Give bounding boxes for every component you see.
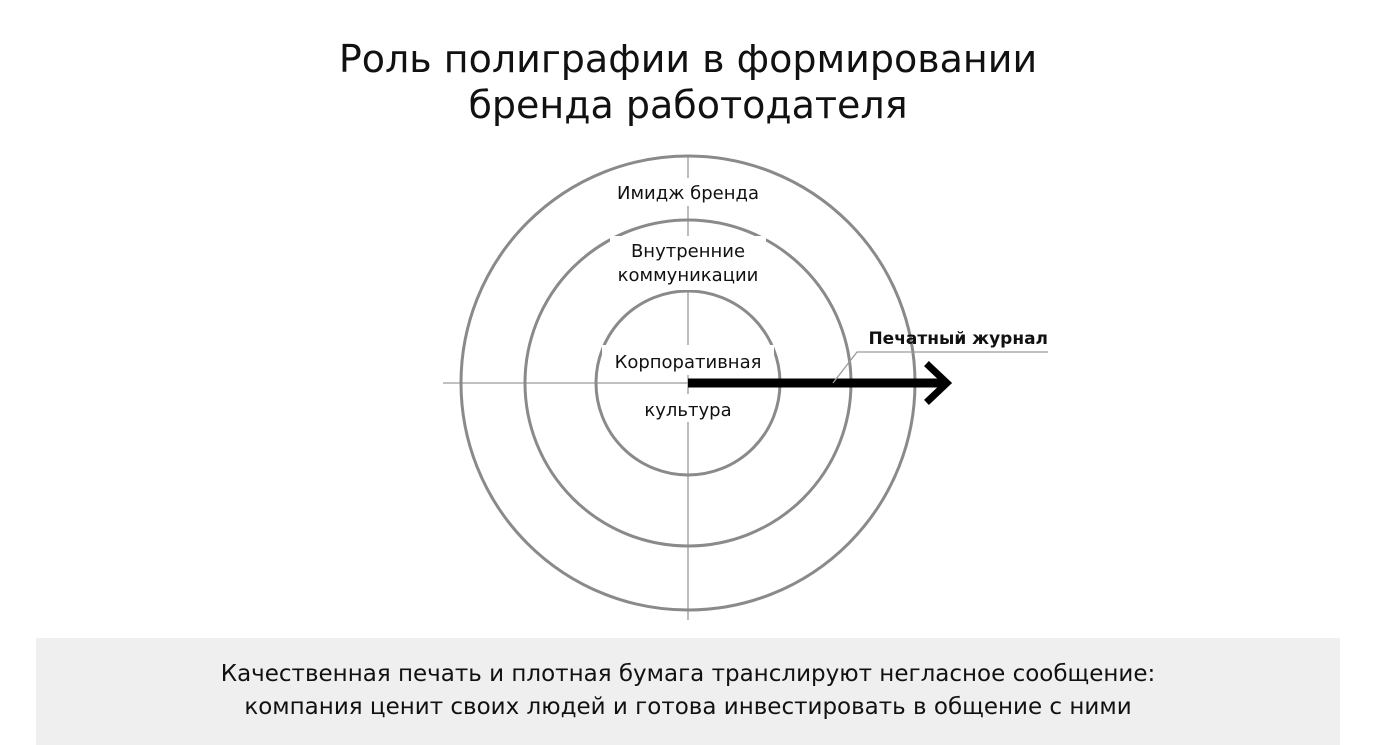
page-title-line-1: Роль полиграфии в формировании (338, 37, 1038, 81)
arrow-head (924, 361, 953, 405)
outer-ring-label: Имидж бренда (617, 183, 759, 204)
inner-ring-label-line-2: культура (644, 400, 731, 421)
middle-ring-label-line-1: Внутренние (631, 241, 745, 262)
caption-text: Качественная печать и плотная бумага тра… (36, 658, 1340, 724)
caption-line-1: Качественная печать и плотная бумага тра… (220, 661, 1156, 687)
middle-ring-label-line-2: коммуникации (618, 265, 759, 286)
page-title-line-2: бренда работодателя (468, 83, 908, 127)
inner-ring-label-line-1: Корпоративная (615, 352, 762, 373)
callout-leader-line (832, 351, 1048, 384)
caption-box: Качественная печать и плотная бумага тра… (36, 638, 1340, 745)
page-title: Роль полиграфии в формировании бренда ра… (0, 36, 1376, 128)
arrow-label: Печатный журнал (868, 329, 1048, 349)
caption-line-2: компания ценит своих людей и готова инве… (244, 694, 1132, 720)
